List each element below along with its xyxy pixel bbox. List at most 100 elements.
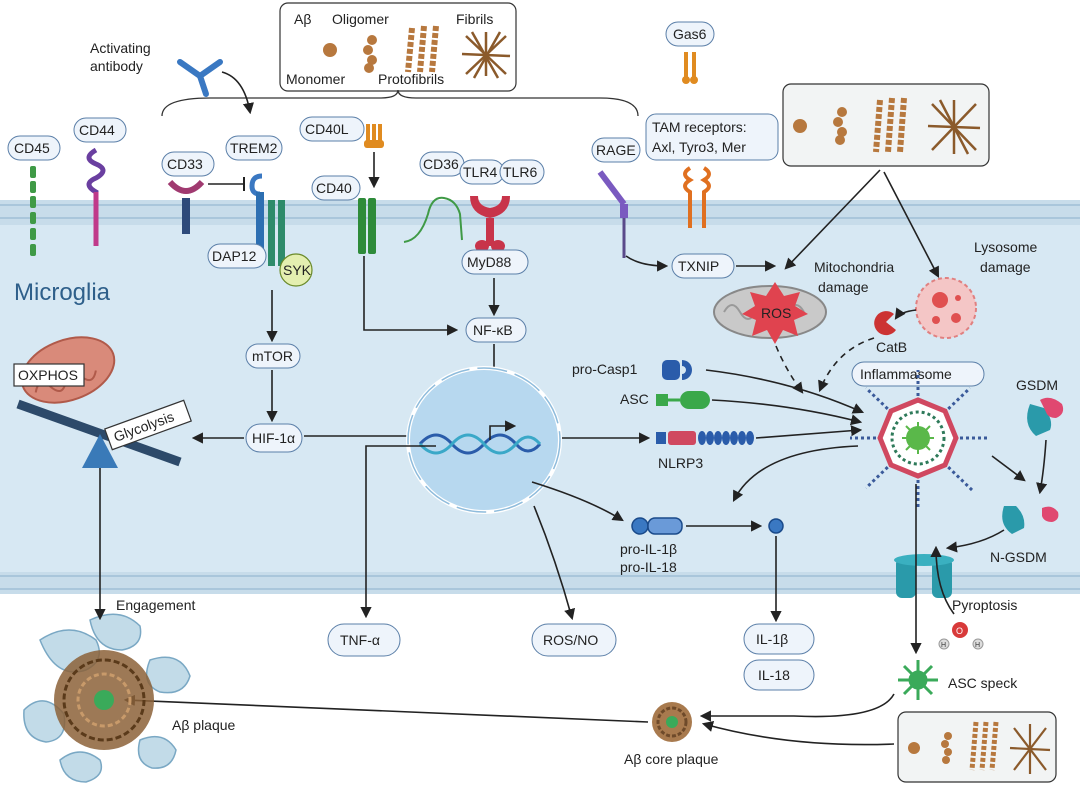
cd40-pill [311,175,361,201]
monomer-icon-2 [793,119,807,133]
mito-damage-label-1: Mitochondria [814,259,894,275]
txnip-label: TXNIP [678,258,719,274]
inflammasome-complex-icon [850,370,990,510]
oligomer-label: Oligomer [332,11,389,27]
gas6-pill [665,21,715,47]
cd40-label: CD40 [316,180,352,196]
catb-icon [874,311,896,336]
cd45-receptor-icon [30,166,36,256]
hif-label: HIF-1α [252,430,295,446]
tam-receptors-label-2: Axl, Tyro3, Mer [652,139,746,155]
catb-label: CatB [876,339,907,355]
cd33-label: CD33 [167,156,203,172]
trem2-label: TREM2 [230,140,278,156]
pro-il-icon [631,517,683,535]
monomer-icon-3 [908,742,920,754]
protofibril-icon-2 [873,97,907,153]
ab-core-plaque-icon [652,702,692,742]
water-h1-label: H [941,642,946,649]
tam-receptors-label-1: TAM receptors: [652,119,747,135]
inflammasome-label: Inflammasome [860,366,952,382]
activating-antibody-label-2: antibody [90,58,143,74]
amyloid-right-box [782,83,990,167]
syk-circle [279,253,313,287]
il1b-pill [743,623,815,655]
cd45-label: CD45 [14,140,50,156]
receptor-bracket [161,89,639,117]
antibody-icon [177,59,223,97]
lyso-damage-label-1: Lysosome [974,239,1038,255]
fibril-bundle-icon-2 [927,99,981,155]
ab-plaque-icon [54,650,154,750]
tam-receptors-pill [645,113,779,161]
tlr6-label: TLR6 [503,164,537,180]
tnf-label: TNF-α [340,632,380,648]
ab-plaque-label: Aβ plaque [172,717,236,733]
myd88-label: MyD88 [467,254,512,270]
trem2-receptor-icon [249,173,285,266]
ros-label: ROS [761,305,791,321]
cd36-label: CD36 [423,156,459,172]
cd44-receptor-icon [86,147,106,246]
cd33-pill [161,151,215,177]
oxphos-label: OXPHOS [18,367,78,383]
trem2-pill [225,135,283,161]
gsdm-label: GSDM [1016,377,1058,393]
protofibril-icon [405,25,439,73]
mtor-label: mTOR [252,348,293,364]
ab-core-plaque-label: Aβ core plaque [624,751,719,767]
oligomer-icon-2 [833,107,847,145]
dap12-label: DAP12 [212,248,257,264]
asc-label: ASC [620,391,649,407]
gas6-label: Gas6 [673,26,707,42]
cd40l-label: CD40L [305,121,349,137]
n-gsdm-label: N-GSDM [990,549,1047,565]
ros-burst-icon [742,282,808,344]
fibril-bundle-icon-3 [1009,724,1051,774]
oligomer-icon [363,35,377,73]
oxphos-box [13,363,85,387]
cd33-receptor-icon [167,179,205,194]
il18-pill [743,659,815,691]
nlrp3-icon [656,431,754,445]
il18-label: IL-18 [758,667,790,683]
protofibrils-label: Protofibrils [378,71,444,87]
microglia-label: Microglia [14,279,111,306]
ab-top-label: Aβ [294,11,311,27]
asc-icon [656,391,710,409]
water-o-label: O [956,626,963,636]
water-molecule-icon: O H H [938,622,984,650]
microglia-cells-icon [23,613,191,783]
pro-il1b-label: pro-IL-1β [620,541,677,557]
nfkb-pill [465,317,527,343]
engagement-label: Engagement [116,597,196,613]
tam-receptor-icon [683,166,711,228]
rosno-pill [531,623,617,657]
nucleus-icon [406,366,562,514]
tlr-receptor-icon [470,196,510,252]
cd40l-icon [364,124,384,148]
mtor-pill [245,343,301,369]
dap12-pill [207,243,267,269]
myd88-pill [461,249,529,275]
pyroptosis-label: Pyroptosis [952,597,1017,613]
lysosome-icon [915,277,977,339]
gas6-icon [682,52,698,84]
seesaw-beam [16,399,182,467]
pro-casp1-label: pro-Casp1 [572,361,638,377]
mature-il-icon [768,518,784,534]
tlr6-pill [499,159,545,185]
lyso-damage-label-2: damage [980,259,1031,275]
monomer-icon [323,43,337,57]
cd40l-pill [299,116,365,142]
rage-label: RAGE [596,142,636,158]
cd44-label: CD44 [79,122,115,138]
nlrp3-label: NLRP3 [658,455,703,471]
nfkb-label: NF-κB [473,322,513,338]
asc-speck-icon [898,660,938,700]
inflammasome-pill [851,361,985,387]
cd40-receptor-icon [358,198,376,254]
txnip-pill [671,253,735,279]
tlr4-label: TLR4 [463,164,497,180]
